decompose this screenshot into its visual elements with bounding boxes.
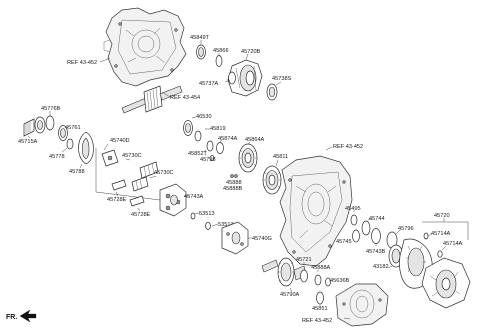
label-45720: 45720: [434, 213, 450, 219]
label-45738S: 45738S: [272, 76, 292, 82]
ring-45851[interactable]: [316, 291, 324, 305]
bearing-45721[interactable]: [300, 269, 308, 283]
label-45761: 45761: [65, 125, 81, 131]
carrier-45743A[interactable]: [159, 183, 187, 217]
ring-45866[interactable]: [215, 55, 223, 67]
shaft-45715A[interactable]: [23, 116, 46, 137]
label-45888A: 45888A: [311, 265, 331, 271]
label-46530: 46530: [196, 114, 212, 120]
label-45874A: 45874A: [218, 136, 238, 142]
label-45744: 45744: [369, 216, 385, 222]
washer-45778[interactable]: [66, 138, 74, 150]
flange-45740G[interactable]: [221, 221, 249, 255]
pin-45728E-upper[interactable]: [111, 179, 127, 191]
label-45798: 45798: [200, 157, 216, 163]
label-45788: 45788: [69, 169, 85, 175]
snap-ring-45788[interactable]: [78, 131, 94, 165]
washer-45852T[interactable]: [206, 140, 214, 152]
input-shaft[interactable]: [121, 85, 183, 114]
ring-45776B[interactable]: [45, 115, 55, 131]
label-45778: 45778: [49, 154, 65, 160]
upper-transaxle-housing[interactable]: [103, 7, 187, 87]
label-45636B: 45636B: [330, 278, 350, 284]
carrier-plate-upper[interactable]: [101, 149, 119, 167]
label-45743B: 45743B: [366, 249, 386, 255]
pin-45714A-upper[interactable]: [423, 232, 429, 240]
label-45796: 45796: [398, 226, 414, 232]
label-45714A-2: 45714A: [443, 241, 463, 247]
bearing-46530[interactable]: [183, 120, 193, 136]
label-45811: 45811: [273, 154, 288, 160]
gear-45811[interactable]: [262, 165, 282, 195]
label-45740D: 45740D: [110, 138, 130, 144]
label-45790A: 45790A: [280, 292, 300, 298]
label-45730C-1: 45730C: [122, 153, 142, 159]
ring-45819[interactable]: [194, 130, 202, 142]
pin-45714A-lower[interactable]: [437, 250, 443, 258]
label-45852T: 45852T: [188, 151, 208, 157]
ring-45744[interactable]: [361, 220, 371, 236]
ring-45888A[interactable]: [314, 274, 322, 286]
bolt-45888[interactable]: [230, 174, 238, 178]
label-43182: 43182: [373, 264, 389, 270]
bearing-45738S[interactable]: [266, 83, 278, 101]
ref-43-454[interactable]: REF 43-454: [170, 95, 200, 101]
ring-45874A[interactable]: [216, 142, 224, 154]
label-45776B: 45776B: [41, 106, 61, 112]
bolt-53513-upper[interactable]: [190, 212, 196, 220]
label-45721: 45721: [296, 257, 312, 263]
washer-45737A[interactable]: [228, 71, 236, 85]
gear-45864A[interactable]: [238, 143, 258, 173]
lower-transaxle-housing[interactable]: [335, 283, 389, 327]
label-45864A: 45864A: [245, 137, 265, 143]
ref-43-452-upper[interactable]: REF 43-452: [67, 60, 97, 66]
pin-45728E-lower[interactable]: [129, 195, 145, 207]
label-45720B: 45720B: [241, 49, 261, 55]
label-45730C-2: 45730C: [154, 170, 174, 176]
front-direction-label: FR.: [6, 314, 17, 321]
label-45888: 45888: [226, 180, 242, 186]
label-45728E-1: 45728E: [107, 197, 127, 203]
label-45728E-2: 45728E: [131, 212, 151, 218]
label-45743A: 45743A: [184, 194, 204, 200]
pinion-gear-45790A[interactable]: [261, 257, 307, 287]
plug-45798[interactable]: [209, 155, 215, 161]
ref-43-452-lower[interactable]: REF 43-452: [302, 318, 332, 324]
right-transaxle-housing[interactable]: [279, 155, 353, 267]
ring-45745[interactable]: [352, 229, 360, 243]
label-53513-2: 53513: [218, 222, 234, 228]
ref-43-452-right[interactable]: REF 43-452: [333, 144, 363, 150]
pinion-45730C-lower[interactable]: [131, 176, 149, 192]
bolt-53513-lower[interactable]: [205, 222, 211, 230]
label-45745: 45745: [336, 239, 352, 245]
label-45849T: 45849T: [190, 35, 210, 41]
ring-45495[interactable]: [350, 214, 358, 226]
differential-case-45720B[interactable]: [227, 59, 263, 97]
label-45740G: 45740G: [252, 236, 272, 242]
label-45715A: 45715A: [18, 139, 38, 145]
pinion-45730C-upper[interactable]: [139, 161, 159, 179]
seal-45849T[interactable]: [196, 44, 206, 60]
label-45495: 45495: [345, 206, 361, 212]
label-45866: 45866: [213, 48, 229, 54]
label-53513-1: 53513: [199, 211, 215, 217]
label-45714A-1: 45714A: [431, 231, 451, 237]
label-45819: 45819: [210, 126, 226, 132]
bearing-45761[interactable]: [58, 125, 68, 141]
differential-assembly-45720[interactable]: [421, 257, 471, 309]
label-45888B: 45888B: [223, 186, 243, 192]
ring-45743B[interactable]: [371, 228, 381, 244]
label-45737A: 45737A: [199, 81, 219, 87]
washer-45636B[interactable]: [325, 277, 331, 287]
label-45851: 45851: [312, 306, 328, 312]
front-direction-arrow-icon: [19, 309, 37, 323]
